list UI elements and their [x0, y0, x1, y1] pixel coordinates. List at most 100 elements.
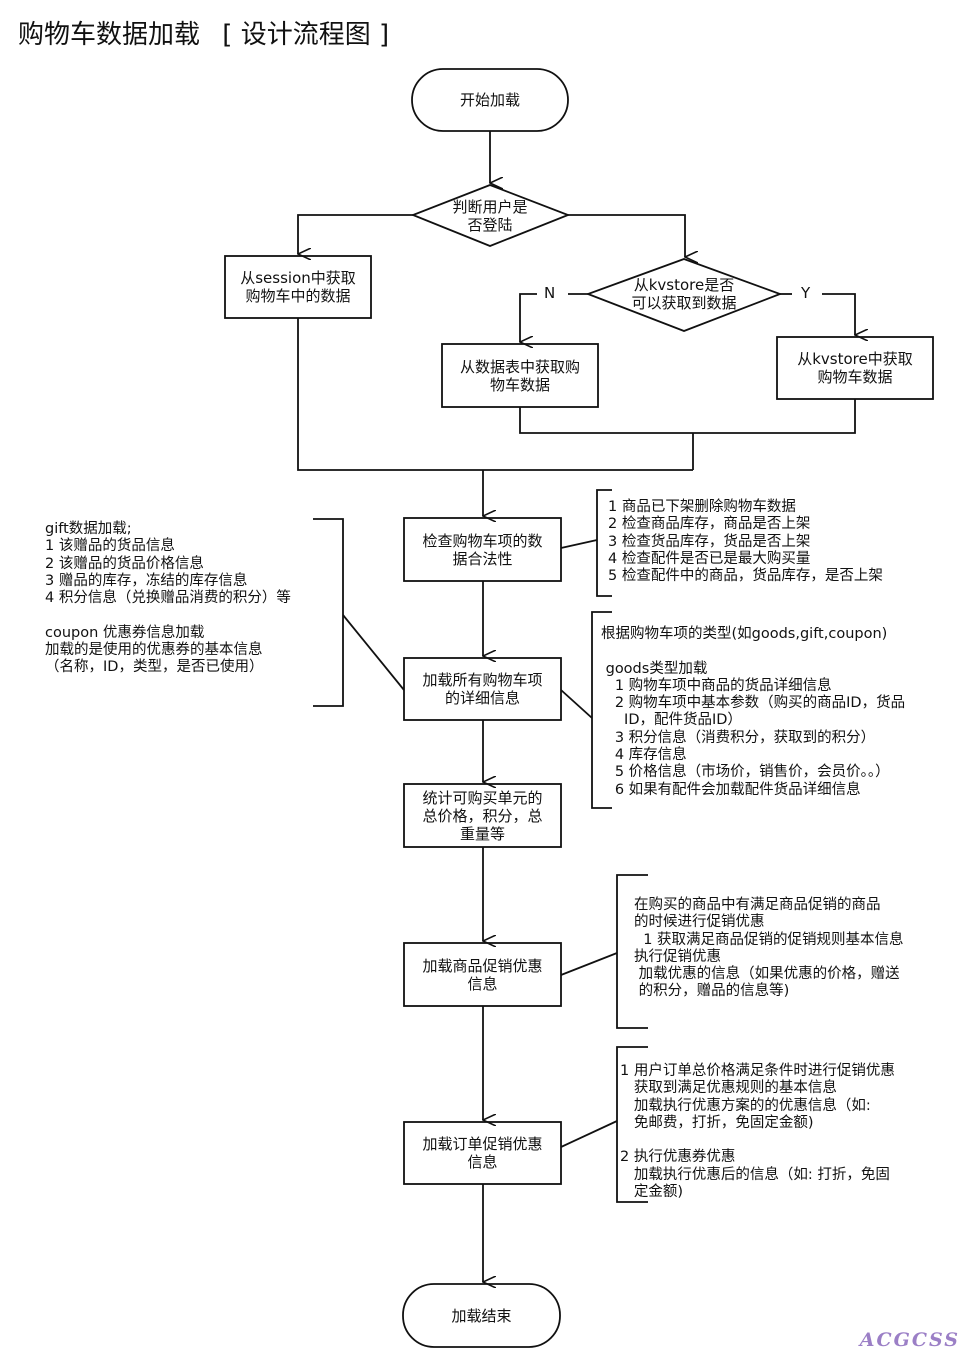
node-label-line: 否登陆 [467, 216, 513, 234]
node-label-line: 可以获取到数据 [631, 294, 737, 312]
note-line: 3 积分信息（消费积分，获取到的积分） [601, 729, 876, 746]
node-label: 检查购物车项的数据合法性 [422, 532, 542, 568]
node-label: 判断用户是否登陆 [452, 198, 527, 234]
node-label-line: 统计可购买单元的 [422, 788, 543, 807]
bracket-validity [596, 489, 612, 597]
edge-kvstore-no-down [520, 293, 537, 342]
note-line: 1 商品已下架删除购物车数据 [608, 499, 796, 515]
note-line: 2 该赠品的货品价格信息 [45, 555, 204, 572]
bracket-order-promo-link [560, 1120, 618, 1148]
note-line: 2 检查商品库存，商品是否上架 [608, 516, 811, 533]
note-line: 定金额) [620, 1184, 683, 1201]
note-line: 2 执行优惠券优惠 [620, 1149, 736, 1166]
node-label-line: 总价格，积分，总 [422, 806, 543, 825]
bracket-validity-link [560, 539, 598, 549]
note-line: 1 该赠品的货品信息 [45, 538, 175, 555]
note-line: 在购买的商品中有满足商品促销的商品 [634, 897, 881, 913]
note-line: 4 积分信息（兑换赠品消费的积分）等 [45, 590, 291, 607]
bracket-goods-detail-link [560, 689, 593, 719]
session-node: 从session中获取购物车中的数据 [225, 256, 371, 318]
node-label: 从kvstore是否可以获取到数据 [631, 276, 736, 312]
node-label-line: 重量等 [459, 824, 505, 843]
note-order-promo: 1 用户订单总价格满足条件时进行促销优惠 获取到满足优惠规则的基本信息 加载执行… [620, 1063, 895, 1201]
note-line: ID，配件货品ID） [601, 712, 742, 729]
note-line: 4 库存信息 [601, 747, 687, 764]
watermark: ACGCSS [859, 1329, 960, 1351]
node-label-line: 检查购物车项的数 [422, 531, 543, 550]
node-label-line: 加载所有购物车项 [422, 671, 543, 689]
bracket-goods-promo-link [560, 952, 618, 976]
bracket-goods-detail [591, 611, 612, 809]
note-line: 3 赠品的库存，冻结的库存信息 [45, 572, 248, 589]
branch-label-yes: Y [797, 284, 815, 302]
title-main: 购物车数据加载 [18, 20, 201, 50]
node-label: 统计可购买单元的总价格，积分，总重量等 [422, 789, 542, 843]
node-label: 从kvstore中获取购物车数据 [797, 350, 913, 386]
load-detail-node: 加载所有购物车项的详细信息 [404, 658, 561, 720]
note-line: 6 如果有配件会加载配件货品详细信息 [601, 781, 861, 798]
node-label-line: 信息 [467, 974, 498, 993]
node-label: 加载所有购物车项的详细信息 [422, 671, 542, 707]
node-label-line: 购物车中的数据 [245, 287, 351, 305]
node-label-line: 从kvstore是否 [633, 276, 735, 294]
note-line: 获取到满足优惠规则的基本信息 [620, 1080, 837, 1097]
note-line: 加载优惠的信息（如果优惠的价格，赠送 [634, 966, 900, 983]
kvstore-decision-shape [585, 258, 783, 332]
goods-promo-node: 加载商品促销优惠信息 [404, 943, 561, 1006]
note-line [45, 607, 291, 624]
note-line: 加载执行优惠后的信息（如: 打折，免固 [620, 1166, 890, 1183]
note-line: 1 用户订单总价格满足条件时进行促销优惠 [620, 1063, 895, 1079]
note-line: coupon 优惠券信息加载 [45, 624, 205, 641]
note-line: 1 购物车项中商品的货品详细信息 [601, 677, 832, 694]
edge-login-to-session [298, 214, 413, 254]
order-promo-node: 加载订单促销优惠信息 [404, 1122, 561, 1184]
note-goods-detail: 根据购物车项的类型(如goods,gift,coupon) goods类型加载 … [601, 626, 905, 799]
note-line: 4 检查配件是否已是最大购买量 [608, 550, 811, 567]
bracket-gift-coupon [313, 518, 344, 707]
end-terminator-shape [402, 1283, 561, 1348]
end-node: 加载结束 [451, 1306, 512, 1325]
edge-db-join [519, 399, 856, 434]
note-line: 加载执行优惠方案的的优惠信息（如: [620, 1097, 871, 1114]
note-line: 1 获取满足商品促销的促销规则基本信息 [634, 931, 904, 948]
note-line: 2 购物车项中基本参数（购买的商品ID，货品 [601, 695, 906, 712]
bracket-order-promo [616, 1046, 648, 1203]
node-label-line: 据合法性 [452, 549, 513, 568]
node-label-line: 从session中获取 [240, 269, 356, 287]
note-line: （名称，ID，类型，是否已使用） [45, 659, 264, 676]
node-label-line: 从数据表中获取购 [459, 357, 580, 376]
note-line: 根据购物车项的类型(如goods,gift,coupon) [601, 626, 888, 642]
note-line: 的积分，赠品的信息等) [634, 983, 790, 1000]
node-label: 从数据表中获取购物车数据 [460, 358, 580, 394]
start-node: 开始加载 [459, 91, 520, 109]
note-goods-promo: 在购买的商品中有满足商品促销的商品的时候进行促销优惠 1 获取满足商品促销的促销… [634, 897, 904, 1001]
login-decision-shape [410, 184, 571, 247]
bracket-goods-promo [616, 874, 648, 1029]
bracket-gift-coupon-link [342, 614, 405, 691]
title-sub: [ 设计流程图 ] [222, 20, 390, 50]
edge-kvstore-yes-down [822, 293, 855, 335]
note-line: 执行促销优惠 [634, 948, 721, 965]
edge-session-join [297, 318, 693, 471]
note-line [601, 643, 905, 660]
node-label-line: 加载订单促销优惠 [422, 1135, 543, 1153]
calc-totals-node: 统计可购买单元的总价格，积分，总重量等 [404, 784, 561, 847]
node-label: 从session中获取购物车中的数据 [240, 269, 356, 305]
note-line: 3 检查货品库存，货品是否上架 [608, 533, 811, 550]
note-line: 的时候进行促销优惠 [634, 914, 765, 931]
kvstore-node: 从kvstore中获取购物车数据 [777, 337, 933, 399]
node-label-line: 物车数据 [489, 375, 550, 394]
note-line: 加载的是使用的优惠券的基本信息 [45, 642, 263, 659]
note-line: 免邮费，打折，免固定金额) [620, 1114, 814, 1131]
note-line [620, 1132, 895, 1149]
node-label-line: 加载商品促销优惠 [422, 956, 543, 975]
node-label-line: 的详细信息 [444, 689, 520, 707]
kvstore-decision-node: 从kvstore是否可以获取到数据 [608, 276, 760, 312]
node-label: 加载商品促销优惠信息 [422, 957, 542, 993]
note-line: goods类型加载 [601, 660, 708, 677]
edge-login-to-kvstore-decision [568, 214, 685, 257]
check-validity-node: 检查购物车项的数据合法性 [404, 518, 561, 581]
